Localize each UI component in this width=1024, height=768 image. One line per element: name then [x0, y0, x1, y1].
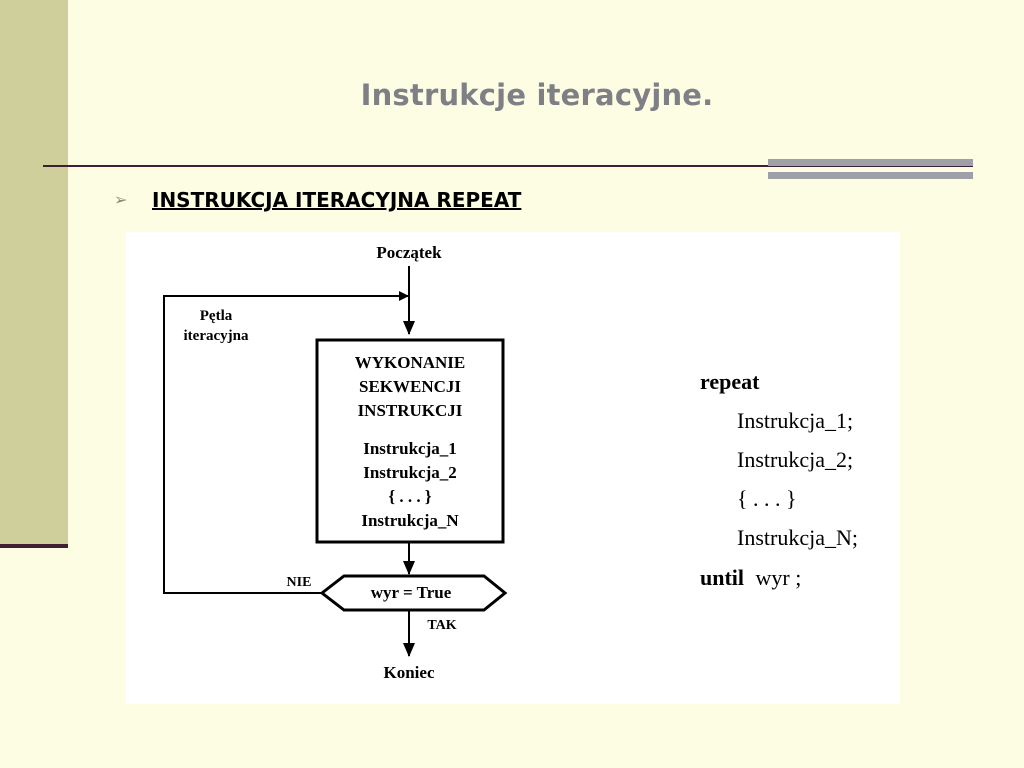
box-body-2: Instrukcja_2 [363, 463, 457, 482]
left-band-underline [0, 544, 68, 548]
box-title-3: INSTRUKCJI [358, 401, 463, 420]
title-divider-accent [768, 159, 973, 179]
code-until-expr: wyr ; [756, 565, 802, 590]
yes-label: TAK [427, 618, 456, 633]
code-line-3: { . . . } [737, 486, 797, 511]
box-body-1: Instrukcja_1 [363, 439, 457, 458]
code-line-1: Instrukcja_1; [737, 408, 853, 433]
title-divider-line [43, 165, 973, 167]
left-decorative-band [0, 0, 68, 546]
bullet-heading: INSTRUKCJA ITERACYJNA REPEAT [152, 188, 522, 212]
repeat-flowchart: Początek Pętla iteracyjna WYKONANIE SEKW… [163, 243, 858, 682]
condition-hexagon [319, 574, 508, 612]
box-title-1: WYKONANIE [355, 353, 466, 372]
code-line-2: Instrukcja_2; [737, 447, 853, 472]
loop-label-line2: iteracyjna [184, 328, 249, 344]
box-title-2: SEKWENCJI [359, 377, 461, 396]
slide-title: Instrukcje iteracyjne. [360, 78, 714, 112]
process-box [315, 338, 505, 544]
end-label: Koniec [384, 663, 435, 682]
code-repeat-keyword: repeat [700, 369, 760, 394]
start-label: Początek [376, 243, 442, 262]
no-label: NIE [287, 575, 312, 590]
box-body-3: { . . . } [388, 487, 431, 506]
code-until-keyword: until [700, 565, 744, 590]
code-line-4: Instrukcja_N; [737, 525, 858, 550]
diagram-panel: Początek Pętla iteracyjna WYKONANIE SEKW… [126, 232, 900, 704]
loop-back-line [163, 291, 409, 594]
loop-label-line1: Pętla [200, 308, 233, 324]
arrow-bullet-icon: ➢ [114, 190, 128, 209]
box-body-4: Instrukcja_N [361, 511, 459, 530]
code-until-line: until wyr ; [700, 565, 801, 590]
condition-label: wyr = True [371, 583, 452, 602]
